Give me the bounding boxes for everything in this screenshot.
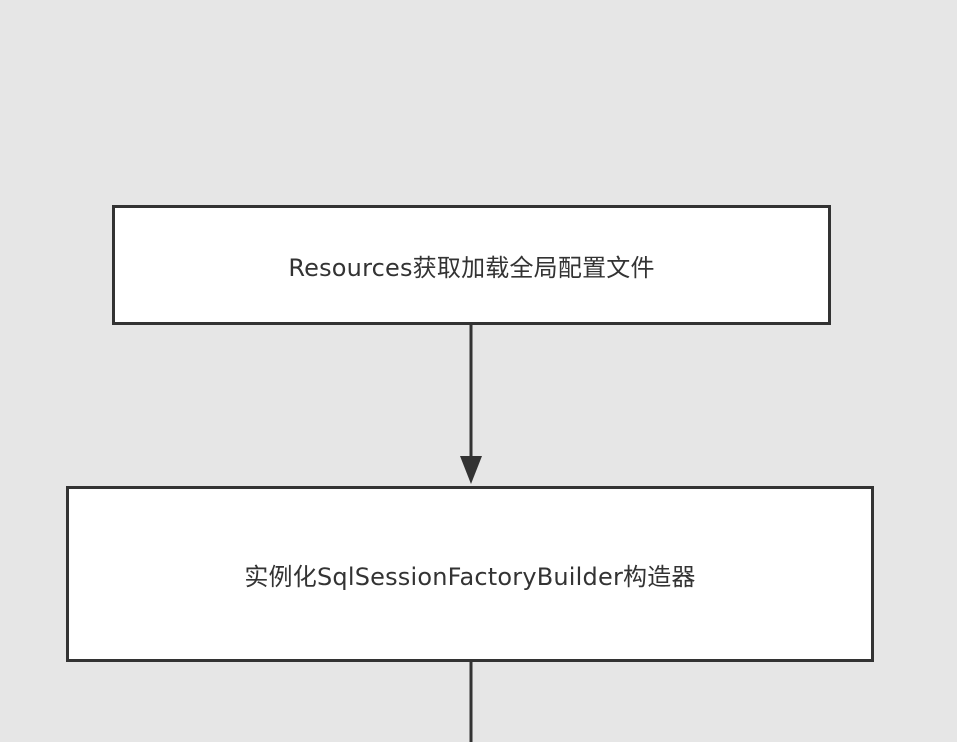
flow-node-load-config: Resources获取加载全局配置文件 bbox=[112, 205, 831, 325]
flow-node-label: Resources获取加载全局配置文件 bbox=[288, 253, 655, 282]
flow-node-builder: 实例化SqlSessionFactoryBuilder构造器 bbox=[66, 486, 874, 662]
flow-node-label: 实例化SqlSessionFactoryBuilder构造器 bbox=[244, 562, 696, 591]
arrowhead-1-to-2 bbox=[460, 456, 482, 484]
